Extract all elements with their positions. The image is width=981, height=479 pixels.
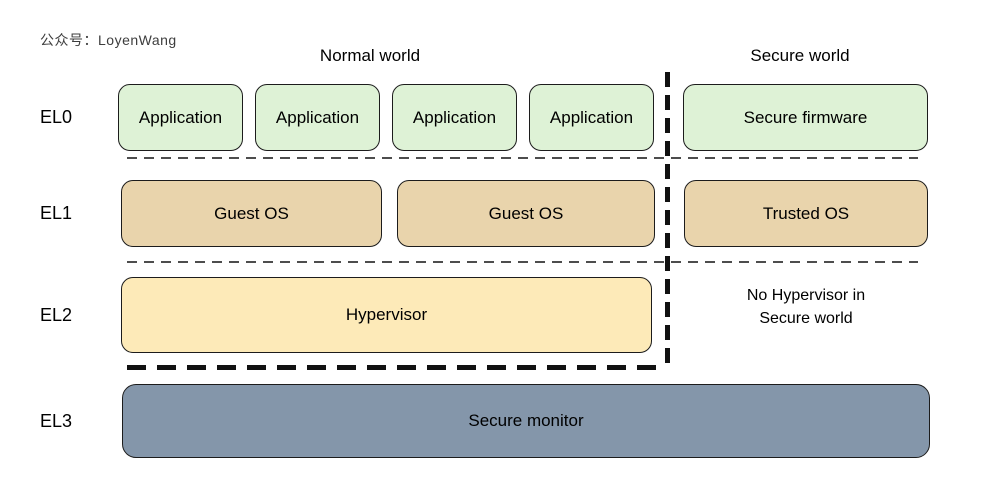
el3-label: EL3 [40,410,73,431]
el0-label: EL0 [40,107,73,127]
guest-os-box-2: Guest OS [397,180,655,247]
guest-os-box-1: Guest OS [121,180,382,247]
application-box-2: Application [255,84,380,151]
application-box-1: Application [118,84,243,151]
el1-el2-divider-line [127,261,918,263]
el0-el1-divider-line [127,157,918,159]
application-box-4: Application [529,84,654,151]
secure-monitor-box: Secure monitor [122,384,930,458]
world-boundary-vertical-line [665,72,670,368]
hypervisor-box: Hypervisor [121,277,652,353]
no-hypervisor-note: No Hypervisor in Secure world [701,284,911,330]
trusted-os-box: Trusted OS [684,180,928,247]
no-hypervisor-note-line2: Secure world [759,310,853,327]
el1-label: EL1 [40,203,73,223]
no-hypervisor-note-line1: No Hypervisor in [746,287,866,304]
secure-world-label: Secure world [750,46,850,65]
watermark-text: 公众号：LoyenWang [40,32,177,48]
el2-label: EL2 [40,305,73,325]
application-box-3: Application [392,84,517,151]
world-boundary-horizontal-line [127,365,667,370]
secure-firmware-box: Secure firmware [683,84,928,151]
normal-world-label: Normal world [319,46,421,65]
